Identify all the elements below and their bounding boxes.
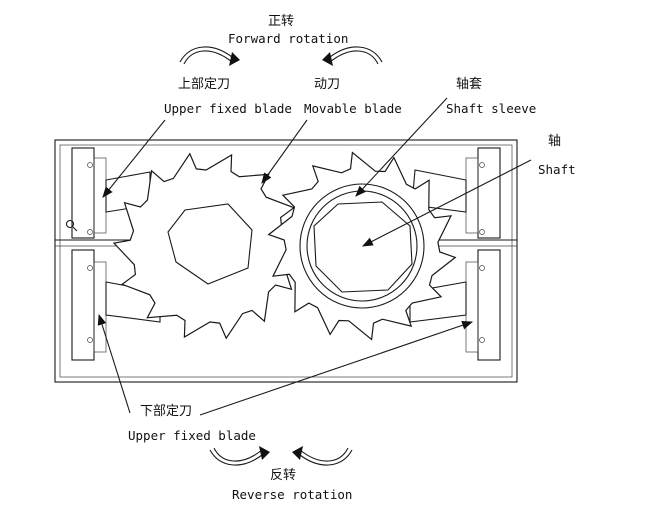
magnifier-icon [65,219,78,232]
reverse-rotation-en: Reverse rotation [232,487,353,502]
lower-fixed-blade-cn: 下部定刀 [140,404,193,419]
upper-fixed-blade-cn: 上部定刀 [178,77,231,92]
shaft-sleeve-cn: 轴套 [456,77,483,92]
movable-blade-cn: 动刀 [314,77,341,92]
lower-fixed-blade-en: Upper fixed blade [128,428,256,443]
forward-rotation-cn: 正转 [268,14,295,29]
movable-blade-en: Movable blade [304,101,402,116]
rotation-arrow-icon [179,46,383,66]
reverse-rotation-cn: 反转 [270,468,297,483]
right-cutter [267,151,457,341]
upper-fixed-blade-en: Upper fixed blade [164,101,292,116]
leader-lines [97,97,532,416]
machine-frame [54,139,518,383]
shaft-sleeve-en: Shaft sleeve [446,101,537,116]
left-cutter [112,152,304,340]
rotation-arrow-icon [209,446,353,466]
forward-rotation-en: Forward rotation [228,31,349,46]
shaft-en: Shaft [538,162,576,177]
shaft-cn: 轴 [548,134,562,149]
